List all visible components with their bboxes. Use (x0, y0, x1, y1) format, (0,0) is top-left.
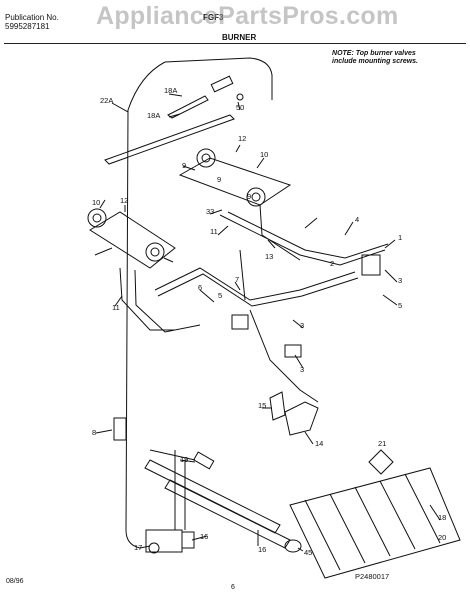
callout-15: 15 (258, 401, 266, 410)
tube-22a (125, 61, 166, 549)
model-number: FGF3 (203, 13, 224, 22)
callout-6: 6 (198, 283, 202, 292)
note: NOTE: Top burner valves include mounting… (332, 50, 418, 66)
rod-18a-lower (104, 114, 235, 165)
callout-8: 8 (92, 428, 96, 437)
note-line-1: NOTE: Top burner valves (332, 50, 416, 57)
part-code: P2480017 (355, 572, 390, 581)
callout-20: 20 (438, 533, 446, 542)
callout-3: 3 (398, 276, 402, 285)
callout-45: 45 (304, 548, 312, 557)
callout-33: 33 (206, 207, 214, 216)
nut (368, 449, 394, 475)
right-burner-bracket (178, 157, 292, 206)
callout-3: 3 (300, 365, 304, 374)
note-line-2: include mounting screws. (332, 58, 418, 65)
publication-label: Publication No. (5, 13, 59, 22)
left-burner-bracket (89, 211, 176, 269)
callout-19: 19 (180, 455, 188, 464)
callout-2: 2 (330, 259, 334, 268)
oven-burner (144, 459, 281, 534)
callout-12: 12 (238, 134, 246, 143)
rod-18a-mid (167, 95, 209, 119)
manifold-tube (219, 214, 386, 266)
callout-7: 7 (235, 275, 239, 284)
header-rule (4, 43, 466, 44)
callout-4: 4 (355, 215, 359, 224)
footer-date: 08/96 (6, 578, 24, 585)
callout-18a: 18A (164, 86, 177, 95)
callout-9: 9 (217, 175, 221, 184)
callout-9: 9 (182, 161, 186, 170)
callout-9: 9 (247, 192, 251, 201)
callout-50: 50 (236, 103, 244, 112)
callout-12: 12 (120, 196, 128, 205)
callout-16: 16 (258, 545, 266, 554)
publication-number: 5995287181 (5, 22, 50, 31)
regulator (284, 401, 319, 436)
callout-5: 5 (218, 291, 222, 300)
page-number: 6 (231, 584, 235, 591)
callout-1: 1 (398, 233, 402, 242)
callout-22a: 22A (100, 96, 113, 105)
callout-16: 16 (200, 532, 208, 541)
section-title: BURNER (222, 33, 257, 42)
callout-3: 3 (300, 321, 304, 330)
heat-deflector (289, 467, 461, 579)
callout-5: 5 (398, 301, 402, 310)
callout-10: 10 (92, 198, 100, 207)
callout-14: 14 (315, 439, 323, 448)
callout-10: 10 (260, 150, 268, 159)
callout-21: 21 (378, 439, 386, 448)
callout-18: 18 (438, 513, 446, 522)
callout-11: 11 (210, 227, 218, 236)
callout-11: 11 (112, 303, 120, 312)
watermark: AppliancePartsPros.com (96, 2, 399, 30)
callout-17: 17 (134, 543, 142, 552)
callout-18a: 18A (147, 111, 160, 120)
callout-13: 13 (265, 252, 273, 261)
